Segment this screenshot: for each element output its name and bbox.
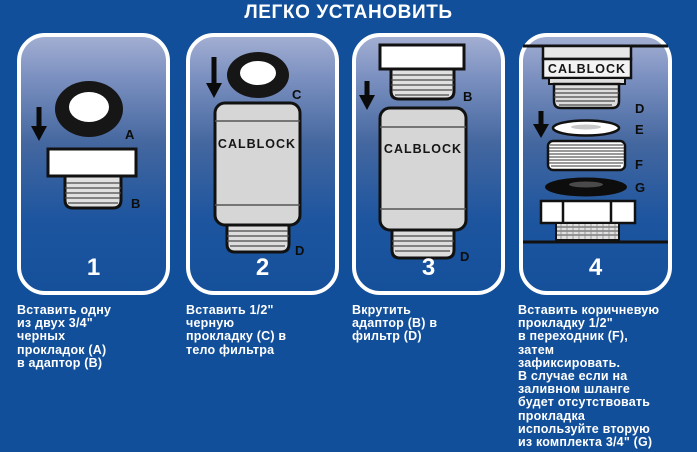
filter-body [541, 44, 633, 85]
step-panel-4: CALBLOCK D E F G [519, 33, 672, 295]
filter-threads [552, 82, 621, 110]
step-1-drawing: A B [31, 81, 140, 211]
product-name: CALBLOCK [218, 137, 296, 151]
step-panel-2: C CALBLOCK D 2 [186, 33, 339, 295]
product-name: CALBLOCK [548, 62, 626, 76]
adaptor [46, 147, 138, 210]
gasket-ring [227, 52, 289, 98]
arrow-down-icon [206, 57, 222, 98]
arrow-down-icon [533, 111, 549, 138]
step-number-2: 2 [255, 254, 270, 281]
arrow-down-icon [359, 81, 375, 110]
label-b: B [463, 89, 472, 104]
hex-nut [539, 199, 637, 241]
label-e: E [635, 122, 644, 137]
product-name: CALBLOCK [384, 142, 462, 156]
arrow-down-icon [31, 107, 47, 141]
filter-threads [390, 228, 456, 260]
step-caption-2: Вставить 1/2" черную прокладку (C) в тел… [186, 303, 287, 357]
threaded-adapter [546, 139, 627, 172]
adaptor [378, 43, 466, 101]
step-number-3: 3 [421, 254, 436, 281]
filter-threads [225, 223, 291, 254]
step-3-drawing: B CALBLOCK D [359, 43, 472, 264]
step-panel-3: B CALBLOCK D 3 [352, 33, 505, 295]
step-4-drawing: CALBLOCK D E F G [523, 44, 668, 244]
step-number-1: 1 [86, 254, 101, 281]
washer-disc [551, 119, 621, 137]
step-number-4: 4 [588, 254, 603, 281]
step-panel-1: A B 1 [17, 33, 170, 295]
label-b: B [131, 196, 140, 211]
step-caption-4: Вставить коричневую прокладку 1/2" в пер… [518, 303, 660, 450]
label-d: D [295, 243, 304, 258]
label-g: G [635, 180, 645, 195]
filter-body [213, 101, 302, 227]
step-caption-3: Вкрутить адаптор (B) в фильтр (D) [352, 303, 438, 344]
label-d: D [460, 249, 469, 264]
label-d: D [635, 101, 644, 116]
gasket-flat [545, 177, 627, 197]
step-caption-1: Вставить одну из двух 3/4" черных прокла… [17, 303, 112, 370]
gasket-ring [55, 81, 123, 137]
label-f: F [635, 157, 643, 172]
label-a: A [125, 127, 135, 142]
page-title: ЛЕГКО УСТАНОВИТЬ [244, 2, 453, 23]
label-c: C [292, 87, 302, 102]
filter-body [378, 106, 468, 232]
step-2-drawing: C CALBLOCK D [206, 52, 304, 258]
